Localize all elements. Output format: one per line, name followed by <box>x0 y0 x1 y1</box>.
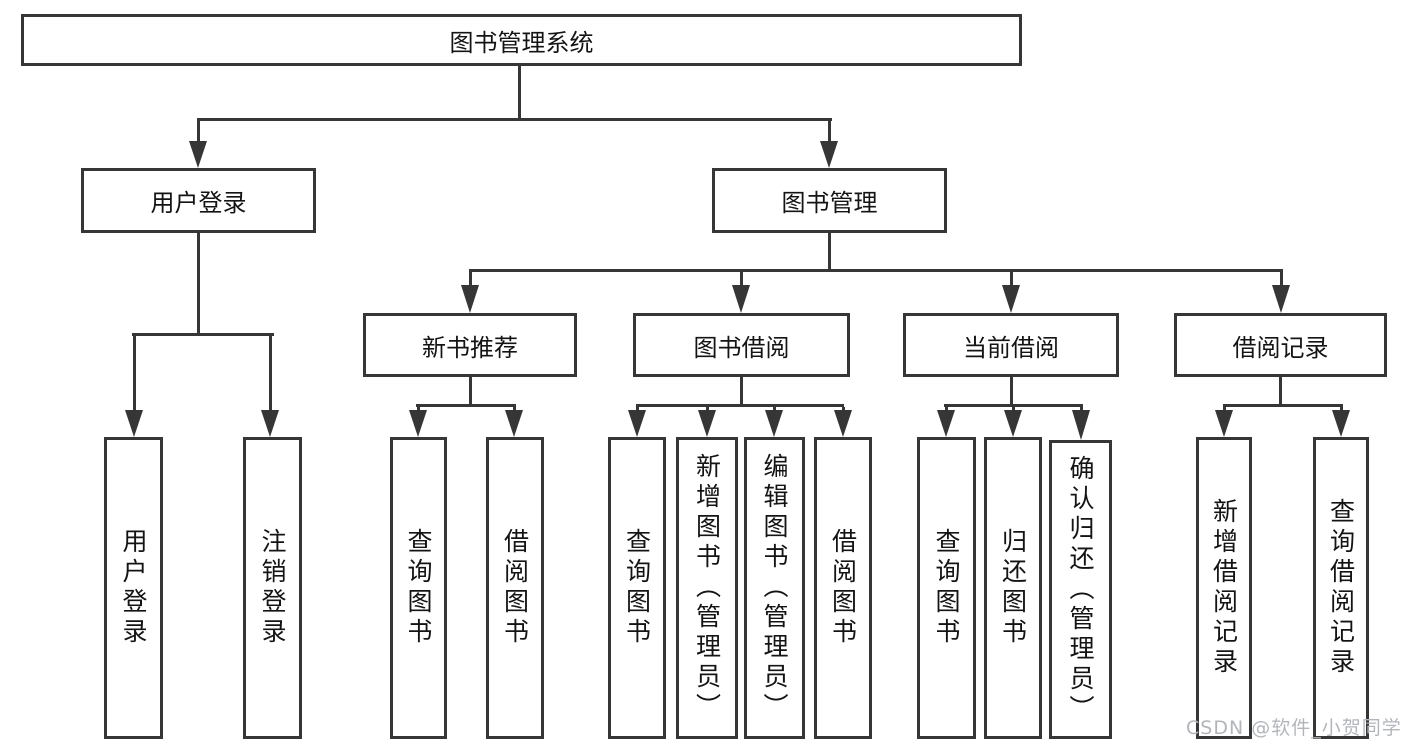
connector-line <box>197 118 832 121</box>
connector-line <box>944 404 1083 407</box>
connector-line <box>636 404 844 407</box>
node-label: 用户登录 <box>150 189 247 217</box>
node-label: 图书管理系统 <box>449 28 594 57</box>
arrowhead-down <box>261 410 279 437</box>
connector-line <box>740 272 743 286</box>
leaf-label: 用户登录 <box>119 528 148 648</box>
arrowhead-down <box>834 410 852 437</box>
connector-line <box>1012 407 1015 411</box>
connector-line <box>1223 404 1343 407</box>
connector-line <box>1279 377 1282 404</box>
arrowhead-down <box>125 410 143 437</box>
arrowhead-down <box>1004 410 1022 437</box>
arrowhead-down <box>189 141 207 168</box>
node-label: 新书推荐 <box>422 333 518 362</box>
leaf-borrowing-borrow-books: 借阅图书 <box>814 437 872 739</box>
arrowhead-down <box>765 410 783 437</box>
connector-line <box>1010 272 1013 286</box>
node-current-borrowing: 当前借阅 <box>903 313 1119 377</box>
leaf-label: 新增借阅记录 <box>1209 498 1239 678</box>
arrowhead-down <box>409 410 427 437</box>
leaf-records-add-record: 新增借阅记录 <box>1196 437 1252 739</box>
csdn-watermark: CSDN @软件_小贺同学 <box>1186 717 1402 739</box>
arrowhead-down <box>732 285 750 313</box>
leaf-label: 确认归还（管理员） <box>1066 454 1095 725</box>
connector-line <box>269 336 272 410</box>
arrowhead-down <box>1332 410 1350 437</box>
connector-line <box>197 121 200 142</box>
arrowhead-down <box>698 410 716 437</box>
connector-line <box>416 404 516 407</box>
node-label: 图书管理 <box>781 189 878 217</box>
node-label: 当前借阅 <box>963 333 1059 362</box>
connector-line <box>513 407 516 411</box>
node-library-system: 图书管理系统 <box>21 14 1022 66</box>
node-user-login: 用户登录 <box>81 168 316 233</box>
arrowhead-down <box>628 410 646 437</box>
connector-line <box>197 233 200 334</box>
leaf-label: 查询图书 <box>932 528 961 648</box>
leaf-user-login: 用户登录 <box>104 437 163 739</box>
leaf-logout: 注销登录 <box>243 437 302 739</box>
connector-line <box>1223 407 1226 411</box>
connector-line <box>469 269 1283 272</box>
arrowhead-down <box>505 410 523 437</box>
connector-line <box>773 407 776 411</box>
leaf-current-query-books: 查询图书 <box>917 437 976 739</box>
arrowhead-down <box>937 410 955 437</box>
leaf-borrowing-query-books: 查询图书 <box>608 437 666 739</box>
arrowhead-down <box>1002 285 1020 313</box>
connector-line <box>828 121 831 142</box>
connector-line <box>828 233 831 270</box>
connector-line <box>469 272 472 286</box>
leaf-label: 编辑图书（管理员） <box>760 453 789 723</box>
leaf-newbook-borrow-books: 借阅图书 <box>486 437 544 739</box>
leaf-borrowing-edit-books-admin: 编辑图书（管理员） <box>744 437 805 739</box>
connector-line <box>1010 377 1013 404</box>
connector-line <box>417 407 420 411</box>
node-new-book-recommend: 新书推荐 <box>363 313 577 377</box>
leaf-label: 新增图书（管理员） <box>692 453 722 723</box>
leaf-records-query-record: 查询借阅记录 <box>1313 437 1369 739</box>
leaf-newbook-query-books: 查询图书 <box>390 437 447 739</box>
leaf-label: 归还图书 <box>998 528 1028 648</box>
connector-line <box>469 377 472 404</box>
connector-line <box>945 407 948 411</box>
arrowhead-down <box>1272 285 1290 313</box>
leaf-label: 查询图书 <box>404 528 433 648</box>
leaf-current-confirm-return-admin: 确认归还（管理员） <box>1049 440 1112 739</box>
connector-line <box>1080 407 1083 411</box>
node-label: 借阅记录 <box>1232 333 1329 362</box>
node-book-management: 图书管理 <box>712 168 947 233</box>
connector-line <box>132 333 274 336</box>
node-book-borrowing: 图书借阅 <box>633 313 850 377</box>
arrowhead-down <box>820 141 838 168</box>
connector-line <box>842 407 845 411</box>
node-label: 图书借阅 <box>693 333 790 362</box>
connector-line <box>518 66 521 119</box>
leaf-current-return-books: 归还图书 <box>984 437 1042 739</box>
connector-line <box>1340 407 1343 411</box>
leaf-label: 注销登录 <box>258 528 287 648</box>
leaf-label: 查询图书 <box>622 528 652 648</box>
node-borrow-records: 借阅记录 <box>1174 313 1387 377</box>
leaf-label: 借阅图书 <box>828 528 858 648</box>
leaf-label: 借阅图书 <box>500 528 530 648</box>
connector-line <box>1280 272 1283 286</box>
arrowhead-down <box>461 285 479 313</box>
arrowhead-down <box>1215 410 1233 437</box>
connector-line <box>133 336 136 410</box>
leaf-label: 查询借阅记录 <box>1326 498 1356 678</box>
connector-line <box>636 407 639 411</box>
leaf-borrowing-add-books-admin: 新增图书（管理员） <box>676 437 738 739</box>
connector-line <box>706 407 709 411</box>
arrowhead-down <box>1072 410 1090 440</box>
connector-line <box>740 377 743 404</box>
